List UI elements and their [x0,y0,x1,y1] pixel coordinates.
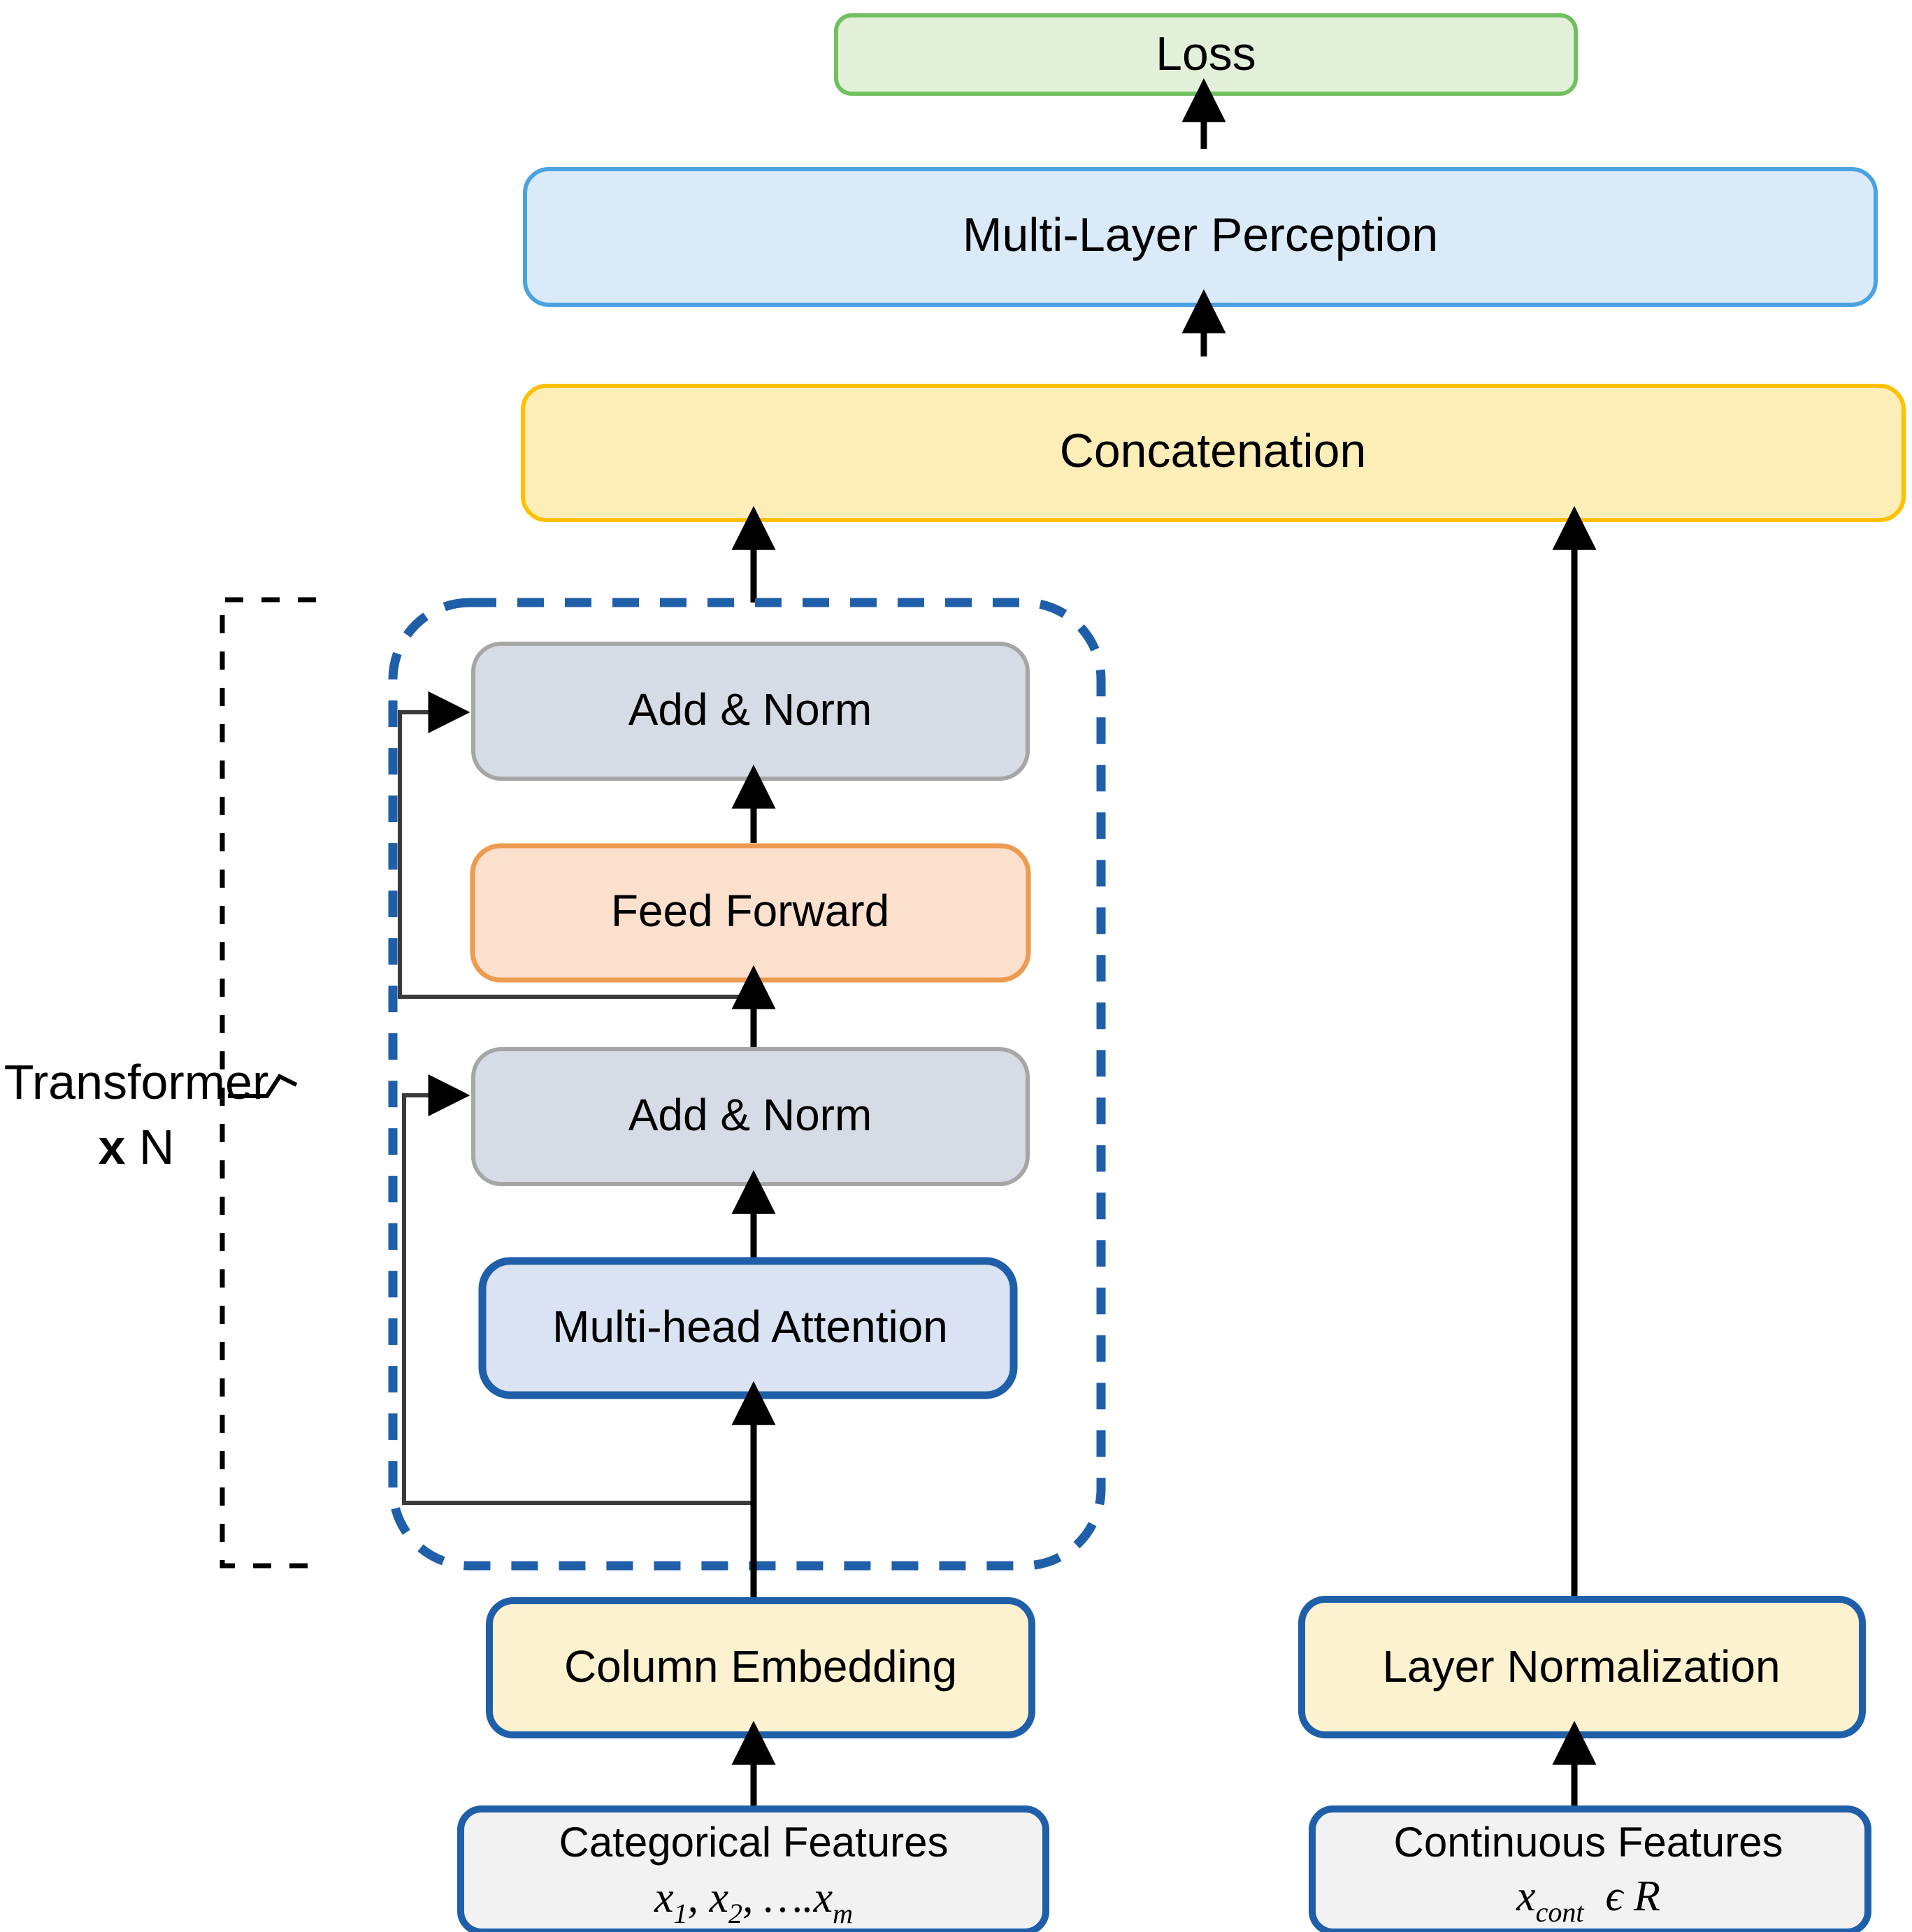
continuous-features-label: Continuous Features [1394,1819,1783,1866]
transformer-label-line2: x N [99,1120,175,1174]
column-embedding-label: Column Embedding [564,1641,957,1692]
node-add-norm-top[interactable]: Add & Norm [471,642,1030,781]
node-layer-normalization[interactable]: Layer Normalization [1298,1596,1866,1738]
layer-normalization-label: Layer Normalization [1382,1641,1780,1692]
concatenation-label: Concatenation [1060,424,1367,477]
categorical-features-label: Categorical Features [559,1819,949,1866]
node-continuous-features[interactable]: Continuous Features xcont ϵ R [1309,1805,1871,1932]
node-add-norm-bottom[interactable]: Add & Norm [471,1047,1030,1186]
add-norm-top-label: Add & Norm [628,684,872,735]
mlp-label: Multi-Layer Perception [963,208,1438,261]
node-loss[interactable]: Loss [834,13,1578,96]
loss-label: Loss [1156,27,1256,80]
skip-connection-attention [402,1074,754,1505]
transformer-group-outline [388,598,1106,1571]
node-multi-layer-perception[interactable]: Multi-Layer Perception [523,167,1878,307]
transformer-group-label: Transformer x N [4,1055,269,1174]
node-categorical-features[interactable]: Categorical Features x1, x2, ….xm [457,1805,1049,1932]
continuous-features-math: xcont ϵ R [1516,1873,1660,1928]
continuous-features-box[interactable] [1309,1805,1871,1932]
categorical-features-math: x1, x2, ….xm [654,1874,853,1929]
transformer-label-line1: Transformer [4,1055,269,1109]
transformer-bracket-curl [228,1074,298,1098]
add-norm-bottom-label: Add & Norm [628,1090,872,1140]
categorical-features-box[interactable] [457,1805,1049,1932]
node-concatenation[interactable]: Concatenation [521,384,1906,522]
multi-head-attention-label: Multi-head Attention [552,1302,948,1352]
transformer-bracket [220,597,316,1569]
concatenation-box[interactable] [521,384,1906,522]
transformer-label-bold-x: x [99,1120,126,1174]
node-multi-head-attention[interactable]: Multi-head Attention [478,1257,1018,1399]
skip-connection-feedforward [398,691,754,999]
node-column-embedding[interactable]: Column Embedding [486,1597,1035,1738]
feed-forward-label: Feed Forward [611,886,889,936]
node-feed-forward[interactable]: Feed Forward [470,843,1031,983]
